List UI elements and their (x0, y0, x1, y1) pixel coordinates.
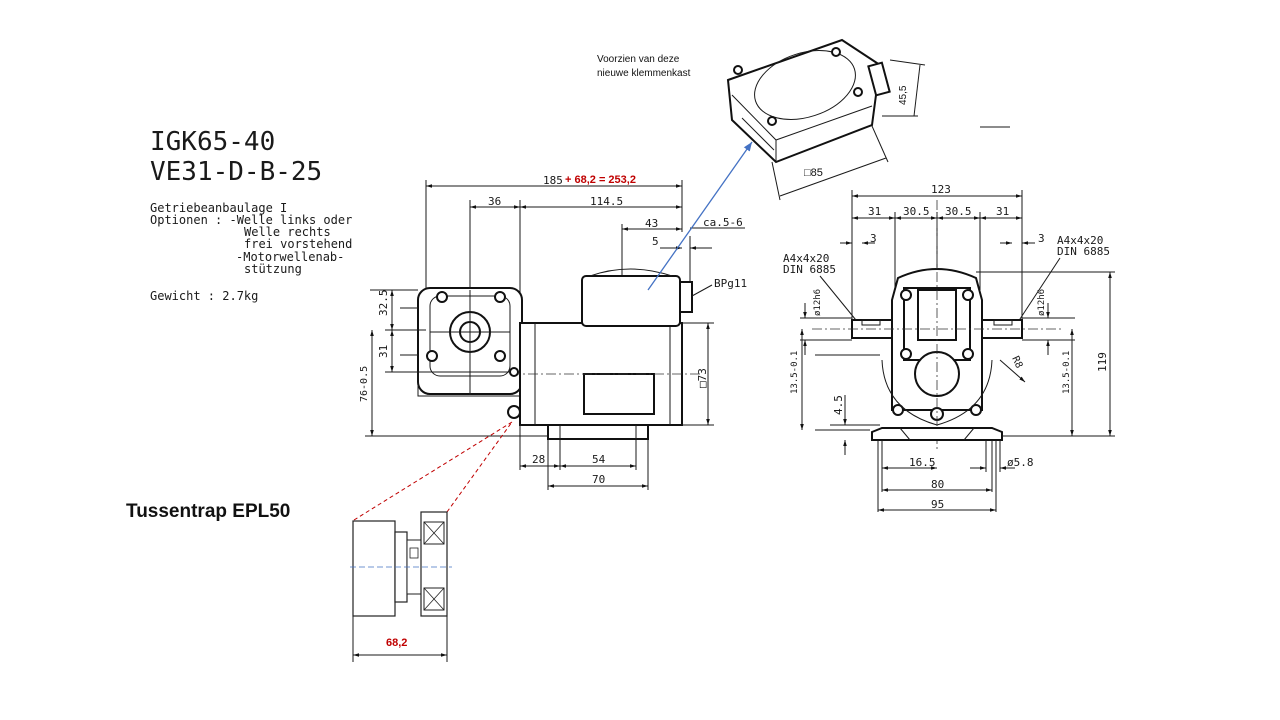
dim-73: □73 (696, 368, 709, 388)
dim-43: 43 (645, 217, 658, 230)
side-view: 185 + 68,2 = 253,2 36 114.5 43 ca.5-6 5 (359, 174, 747, 490)
dim-3-left: 3 (870, 232, 877, 245)
dim-d5-8: ø5.8 (1007, 456, 1034, 469)
dim-31: 31 (377, 345, 390, 358)
weight-line: Gewicht : 2.7kg (150, 289, 258, 303)
dim-31-right: 31 (996, 205, 1009, 218)
dim-123: 123 (931, 183, 951, 196)
key-label-left: A4x4x20 (783, 252, 829, 265)
din-label-left: DIN 6885 (783, 263, 836, 276)
spec-line-6: stützung (244, 262, 302, 276)
spec-line-5: -Motorwellenab- (236, 250, 344, 264)
tussentrap-dim: 68,2 (386, 637, 407, 649)
spec-line-1: Getriebeanbaulage I (150, 201, 287, 215)
callout-line-1: Voorzien van deze (597, 54, 680, 65)
box-height-dim: 45,5 (898, 85, 909, 105)
model-subtitle: VE31-D-B-25 (150, 157, 322, 187)
dim-r8: R8 (1009, 355, 1024, 371)
tussentrap-label: Tussentrap EPL50 (126, 501, 290, 522)
dim-added-length: + 68,2 = 253,2 (565, 174, 636, 186)
key-label-right: A4x4x20 (1057, 234, 1103, 247)
dim-80: 80 (931, 478, 944, 491)
dim-76: 76-0.5 (359, 366, 370, 402)
dim-36: 36 (488, 195, 501, 208)
dim-4-5: 4.5 (832, 395, 845, 415)
dim-13-5-left: 13.5-0.1 (790, 351, 800, 394)
dim-ca-5-6: ca.5-6 (703, 216, 743, 229)
terminal-box-picture: Voorzien van deze nieuwe klemmenkast 45,… (597, 38, 1010, 201)
dim-185: 185 (543, 174, 563, 187)
dim-70: 70 (592, 473, 605, 486)
dim-32-5: 32.5 (377, 290, 390, 317)
tussentrap-section: Tussentrap EPL50 68,2 (126, 421, 513, 662)
dim-30-5-left: 30.5 (903, 205, 930, 218)
din-label-right: DIN 6885 (1057, 245, 1110, 258)
dim-d12-right: ø12h6 (1037, 289, 1047, 316)
dim-95: 95 (931, 498, 944, 511)
dim-16-5: 16.5 (909, 456, 936, 469)
dim-54: 54 (592, 453, 606, 466)
title-block: IGK65-40 VE31-D-B-25 Getriebeanbaulage I… (150, 127, 352, 303)
dim-31-left: 31 (868, 205, 881, 218)
dim-114-5: 114.5 (590, 195, 623, 208)
dim-119: 119 (1096, 352, 1109, 372)
callout-arrow (647, 141, 753, 291)
dim-28: 28 (532, 453, 545, 466)
callout-line-2: nieuwe klemmenkast (597, 68, 691, 79)
box-square-dim: □85 (804, 167, 823, 179)
dim-3-right: 3 (1038, 232, 1045, 245)
spec-line-3: Welle rechts (244, 225, 331, 239)
front-view: 123 31 30.5 30.5 31 3 3 A4x4x20 DIN 6885… (783, 183, 1115, 512)
dim-13-5-right: 13.5-0.1 (1062, 351, 1072, 394)
dim-5: 5 (652, 235, 659, 248)
model-title: IGK65-40 (150, 127, 275, 157)
dim-d12-left: ø12h6 (813, 289, 823, 316)
dim-30-5-right: 30.5 (945, 205, 972, 218)
spec-line-4: frei vorstehend (244, 237, 352, 251)
spec-line-2: Optionen : -Welle links oder (150, 213, 352, 227)
cable-gland-label: BPg11 (714, 277, 747, 290)
